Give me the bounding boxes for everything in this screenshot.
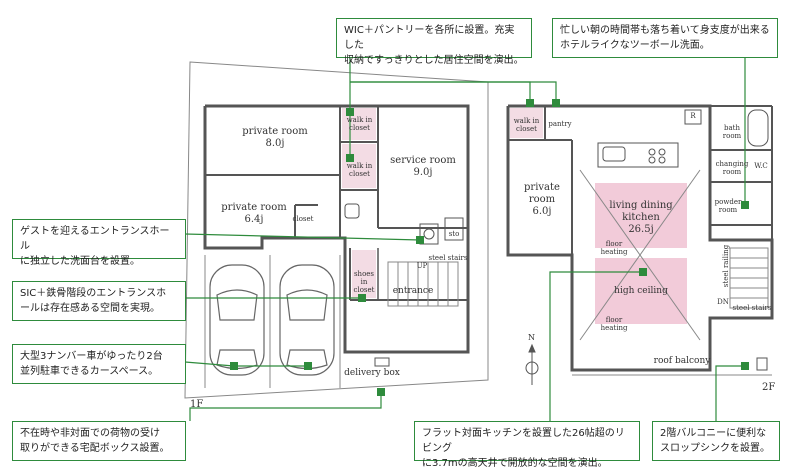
ldk-fill bbox=[595, 183, 687, 248]
label-living-dining-kitchen: living dining kitchen 26.5j bbox=[609, 200, 673, 235]
label-delivery-box: delivery box bbox=[344, 368, 400, 378]
stairs-1f bbox=[387, 261, 459, 307]
label-floor-heating-1: floor heating bbox=[600, 240, 628, 256]
lot-boundary-1f bbox=[184, 61, 489, 399]
callout-ldk: フラット対面キッチンを設置した26帖超のリビング に3.7mの高天井で開放的な空… bbox=[414, 421, 640, 469]
label-steel-stairs-1f: steel stairs bbox=[428, 254, 468, 262]
floor-label-2f: 2F bbox=[762, 382, 776, 393]
closet-fill-2f bbox=[510, 108, 543, 138]
callout-washroom: 忙しい朝の時間帯も落ち着いて身支度が出来る ホテルライクなツーボール洗面。 bbox=[552, 18, 778, 58]
label-service-room: service room 9.0j bbox=[390, 155, 456, 178]
first-floor-plan bbox=[184, 61, 489, 399]
label-walk-in-closet-1f-a: walk in closet bbox=[346, 116, 373, 132]
label-roof-balcony: roof balcony bbox=[653, 356, 711, 366]
label-private-room-6: private room 6.0j bbox=[524, 182, 560, 217]
label-wc: W.C bbox=[754, 162, 768, 170]
label-refrigerator: R bbox=[690, 112, 696, 120]
carport-lines bbox=[204, 255, 341, 388]
label-closet-1f: closet bbox=[292, 215, 314, 223]
label-entrance: entrance bbox=[392, 286, 434, 296]
label-shoes-in-closet: shoes in closet bbox=[353, 270, 375, 294]
callout-entrance-hall: ゲストを迎えるエントランスホール に独立した洗面台を設置。 bbox=[12, 219, 186, 267]
callout-wic-pantry: WIC＋パントリーを各所に設置。充実した 収納ですっきりとした居住空間を演出。 bbox=[336, 18, 532, 66]
label-changing-room: changing room bbox=[715, 160, 749, 176]
label-bath-room: bath room bbox=[722, 124, 742, 140]
car-right bbox=[279, 264, 335, 376]
label-pantry: pantry bbox=[548, 120, 572, 128]
callout-sic-stairs: SIC＋鉄骨階段のエントランスホ ールは存在感ある空間を実現。 bbox=[12, 281, 186, 321]
shoes-closet-fill bbox=[352, 250, 376, 298]
label-steel-railing: steel railing bbox=[722, 244, 730, 288]
callout-balcony: 2階バルコニーに便利な スロップシンクを設置。 bbox=[652, 421, 780, 461]
floor-label-1f: 1F bbox=[190, 399, 204, 410]
label-private-room-6-4: private room 6.4j bbox=[221, 202, 287, 225]
label-powder-room: powder room bbox=[714, 198, 742, 214]
label-up: UP bbox=[416, 262, 428, 270]
label-walk-in-closet-1f-b: walk in closet bbox=[346, 162, 373, 178]
label-sto: sto bbox=[448, 230, 460, 238]
callout-delivery: 不在時や非対面での荷物の受け 取りができる宅配ボックス設置。 bbox=[12, 421, 186, 461]
label-private-room-8: private room 8.0j bbox=[242, 126, 308, 149]
north-label: N bbox=[528, 333, 535, 342]
label-high-ceiling: high ceiling bbox=[614, 286, 668, 296]
callout-parking: 大型3ナンバー車がゆったり2台 並列駐車できるカースペース。 bbox=[12, 344, 186, 384]
label-walk-in-closet-2f: walk in closet bbox=[513, 117, 540, 133]
callout-markers bbox=[230, 99, 749, 396]
car-left bbox=[209, 264, 265, 376]
second-floor-plan bbox=[506, 104, 774, 376]
north-arrow bbox=[525, 343, 539, 385]
label-steel-stairs-2f: steel stairs bbox=[732, 304, 772, 312]
label-dn: DN bbox=[717, 298, 729, 306]
callout-leaders bbox=[184, 58, 746, 421]
label-floor-heating-2: floor heating bbox=[600, 316, 628, 332]
closet-fill-1f-b bbox=[342, 144, 376, 188]
